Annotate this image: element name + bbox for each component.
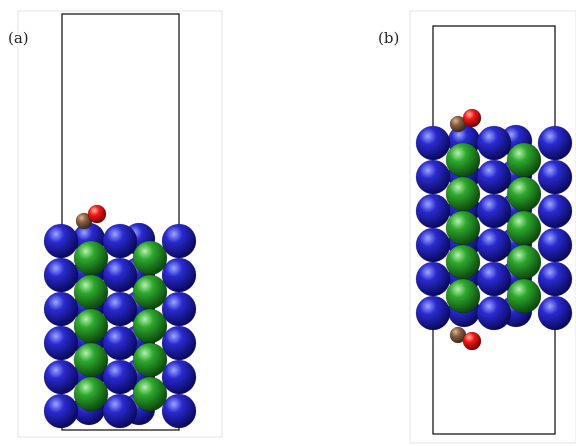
panel-a-blue-atom — [43, 223, 79, 259]
panel-a-green-atom — [73, 342, 109, 378]
panel-a-green-atom — [132, 274, 168, 310]
panel-b-blue-atom — [537, 227, 573, 263]
panel-a-label: (a) — [8, 29, 29, 47]
panel-a-blue-atom — [102, 257, 138, 293]
panel-a-blue-atom — [102, 223, 138, 259]
panel-a-blue-atom — [43, 291, 79, 327]
panel-b: (b) — [378, 10, 576, 444]
panel-b-blue-atom — [415, 159, 451, 195]
panel-b-blue-atom — [476, 261, 512, 297]
panel-a-blue-atom — [43, 325, 79, 361]
panel-b-green-atom — [506, 278, 542, 314]
panel-b-blue-atom — [415, 125, 451, 161]
panel-a-green-atom — [132, 240, 168, 276]
panel-a-blue-atom — [161, 325, 197, 361]
panel-b-blue-atom — [476, 295, 512, 331]
panel-a: (a) — [8, 10, 223, 438]
panel-b-green-atom — [445, 176, 481, 212]
panel-b-green-atom — [506, 244, 542, 280]
panel-b-blue-atom — [415, 193, 451, 229]
panel-b-atoms — [415, 108, 573, 351]
panel-b-blue-atom — [415, 261, 451, 297]
panel-b-blue-atom — [415, 295, 451, 331]
panel-b-frame — [409, 10, 576, 444]
panel-a-frame — [17, 10, 223, 438]
panel-a-green-atom — [132, 342, 168, 378]
panel-b-blue-atom — [476, 227, 512, 263]
panel-b-green-atom — [445, 244, 481, 280]
panel-b-green-atom — [506, 176, 542, 212]
panel-b-green-atom — [506, 142, 542, 178]
panel-b-blue-atom — [476, 159, 512, 195]
panel-a-blue-atom — [161, 257, 197, 293]
panel-b-blue-atom — [537, 295, 573, 331]
panel-a-blue-atom — [43, 257, 79, 293]
panel-b-blue-atom — [537, 125, 573, 161]
panel-a-green-atom — [132, 376, 168, 412]
panel-a-green-atom — [132, 308, 168, 344]
panel-a-blue-atom — [43, 393, 79, 429]
panel-a-green-atom — [73, 274, 109, 310]
panel-a-blue-atom — [161, 359, 197, 395]
panel-a-atoms — [43, 204, 197, 429]
panel-a-green-atom — [73, 240, 109, 276]
panel-a-blue-atom — [43, 359, 79, 395]
panel-a-blue-atom — [102, 359, 138, 395]
panel-b-red-atom — [462, 331, 482, 351]
panel-a-blue-atom — [102, 325, 138, 361]
panel-b-red-atom — [462, 108, 482, 128]
panel-a-blue-atom — [161, 393, 197, 429]
panel-a-cell-box — [61, 13, 180, 431]
panel-a-blue-atom — [102, 291, 138, 327]
panel-a-red-atom — [87, 204, 107, 224]
panel-b-blue-atom — [476, 193, 512, 229]
panel-b-blue-atom — [537, 159, 573, 195]
panel-a-green-atom — [73, 308, 109, 344]
panel-b-blue-atom — [537, 193, 573, 229]
panel-b-blue-atom — [415, 227, 451, 263]
panel-b-green-atom — [445, 278, 481, 314]
panel-b-blue-atom — [476, 125, 512, 161]
panel-a-green-atom — [73, 376, 109, 412]
panel-b-green-atom — [445, 142, 481, 178]
panel-a-blue-atom — [161, 223, 197, 259]
panel-a-blue-atom — [102, 393, 138, 429]
panel-b-green-atom — [506, 210, 542, 246]
panel-b-green-atom — [445, 210, 481, 246]
panel-b-blue-atom — [537, 261, 573, 297]
panel-a-blue-atom — [161, 291, 197, 327]
panel-b-label: (b) — [378, 29, 399, 47]
